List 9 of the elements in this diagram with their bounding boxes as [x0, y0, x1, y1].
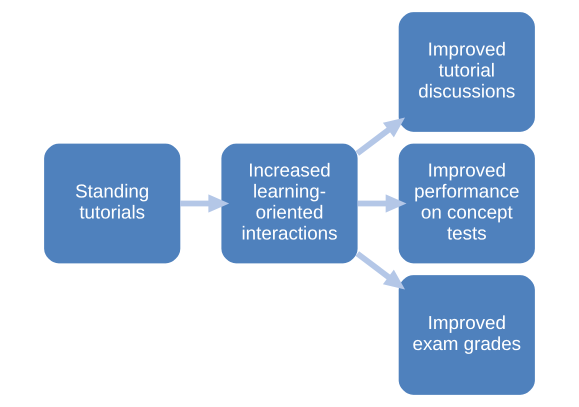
node-box: Improved performance on concept tests	[398, 144, 535, 264]
arrow	[356, 118, 406, 156]
node-box: Improved tutorial discussions	[398, 12, 535, 132]
node-box: Increased learning-oriented interactions	[221, 144, 358, 264]
arrow	[357, 194, 406, 213]
node-box: Standing tutorials	[44, 144, 180, 264]
node-box: Improved exam grades	[398, 275, 535, 395]
arrow	[356, 251, 406, 290]
arrow	[180, 194, 230, 213]
